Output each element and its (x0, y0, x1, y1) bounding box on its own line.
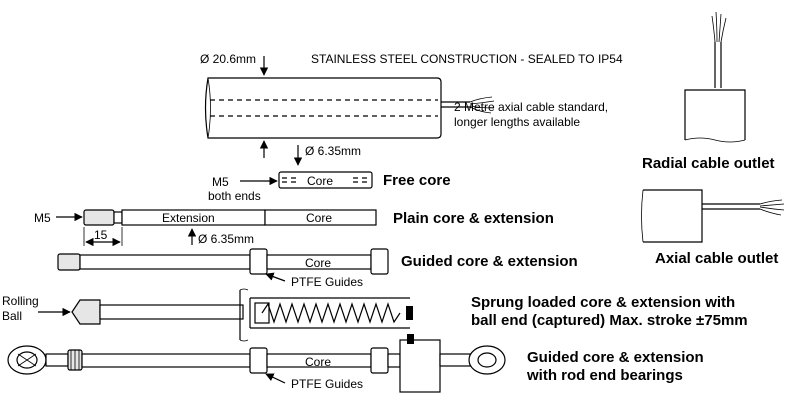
guided-title: Guided core & extension (401, 253, 578, 270)
axial-title: Axial cable outlet (655, 250, 778, 267)
ptfe-guides-callout-2: PTFE Guides (265, 373, 363, 391)
plain-core-label: Core (306, 211, 332, 225)
guided-core-label: Core (305, 256, 331, 270)
guided-core-extension-part: Core (57, 248, 389, 275)
body-diameter-label: Ø 20.6mm (200, 52, 256, 66)
free-core-title: Free core (383, 172, 451, 189)
m5-label-free: M5 (212, 175, 229, 189)
sprung-title-line1: Sprung loaded core & extension with (471, 294, 735, 311)
plain-core-extension-part: Extension Core (83, 209, 377, 226)
ball-label: Ball (2, 309, 22, 323)
rod-core-label: Core (305, 355, 331, 369)
sprung-core-part (71, 288, 413, 342)
both-ends-label: both ends (208, 189, 261, 203)
free-core-part: Core (278, 171, 373, 189)
sprung-title-line2: ball end (captured) Max. stroke ±75mm (471, 312, 748, 329)
plain-title: Plain core & extension (393, 210, 554, 227)
rod-end-core-part: Core (7, 334, 506, 393)
extension-diameter-dimension: Ø 6.35mm (187, 228, 254, 246)
construction-note: STAINLESS STEEL CONSTRUCTION - SEALED TO… (311, 52, 623, 66)
transducer-body (204, 77, 495, 139)
rod-title-line2: with rod end bearings (526, 367, 683, 384)
extension-label: Extension (162, 211, 215, 225)
ptfe-guides-label-2: PTFE Guides (291, 377, 363, 391)
rod-title-line1: Guided core & extension (527, 349, 704, 366)
m5-label-plain: M5 (34, 211, 51, 225)
ptfe-guides-callout-1: PTFE Guides (265, 272, 363, 289)
extension-diameter-label: Ø 6.35mm (198, 232, 254, 246)
ptfe-guides-label-1: PTFE Guides (291, 275, 363, 289)
core-diameter-dimension: Ø 6.35mm (293, 144, 361, 166)
free-core-label: Core (307, 174, 333, 188)
radial-outlet-drawing (684, 11, 746, 143)
axial-outlet-drawing (641, 189, 785, 243)
core-diameter-label: Ø 6.35mm (305, 144, 361, 158)
dimension-15: 15 (83, 227, 123, 247)
radial-title: Radial cable outlet (642, 155, 775, 172)
dimension-15-label: 15 (94, 228, 108, 242)
cable-note-line1: 2 Metre axial cable standard, (454, 100, 608, 114)
cable-note-line2: longer lengths available (454, 115, 580, 129)
body-diameter-dimension: Ø 20.6mm (200, 52, 269, 158)
rolling-label: Rolling (2, 294, 39, 308)
